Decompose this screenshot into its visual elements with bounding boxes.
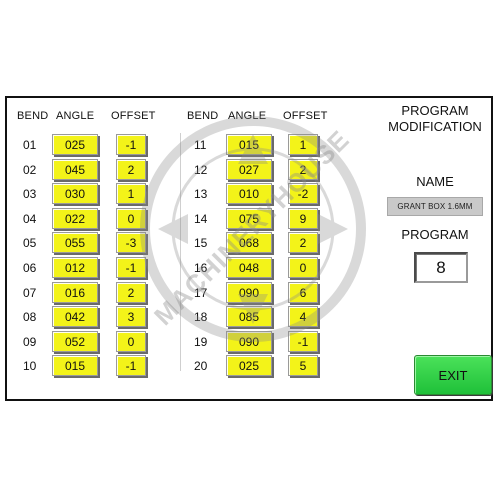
header-bend-left: BEND	[17, 110, 49, 122]
offset-input[interactable]: -2	[288, 183, 318, 204]
angle-input[interactable]: 042	[52, 306, 98, 327]
bend-number: 10	[23, 359, 37, 373]
bend-number: 14	[194, 212, 208, 226]
offset-input[interactable]: 4	[288, 306, 318, 327]
angle-input[interactable]: 012	[52, 257, 98, 278]
bend-number: 07	[23, 286, 37, 300]
header-offset-left: OFFSET	[111, 110, 156, 122]
angle-input[interactable]: 030	[52, 183, 98, 204]
angle-input[interactable]: 015	[226, 134, 272, 155]
angle-input[interactable]: 085	[226, 306, 272, 327]
offset-input[interactable]: -1	[288, 331, 318, 352]
program-number-field[interactable]: 8	[414, 252, 468, 283]
angle-input[interactable]: 075	[226, 208, 272, 229]
bend-number: 13	[194, 187, 208, 201]
page-title: PROGRAM MODIFICATION	[380, 103, 490, 135]
bend-number: 03	[23, 187, 37, 201]
bend-number: 01	[23, 138, 37, 152]
angle-input[interactable]: 010	[226, 183, 272, 204]
header-offset-right: OFFSET	[283, 110, 328, 122]
bend-number: 18	[194, 310, 208, 324]
offset-input[interactable]: -3	[116, 232, 146, 253]
offset-input[interactable]: 0	[116, 208, 146, 229]
offset-input[interactable]: 6	[288, 282, 318, 303]
angle-input[interactable]: 025	[226, 355, 272, 376]
offset-input[interactable]: 2	[288, 159, 318, 180]
bend-number: 06	[23, 261, 37, 275]
program-label: PROGRAM	[401, 227, 469, 242]
offset-input[interactable]: 1	[288, 134, 318, 155]
angle-input[interactable]: 055	[52, 232, 98, 253]
header-bend-right: BEND	[187, 110, 219, 122]
angle-input[interactable]: 048	[226, 257, 272, 278]
offset-input[interactable]: -1	[116, 257, 146, 278]
angle-input[interactable]: 027	[226, 159, 272, 180]
page-title-line1: PROGRAM	[401, 103, 469, 118]
bend-number: 19	[194, 335, 208, 349]
header-angle-left: ANGLE	[56, 110, 95, 122]
offset-input[interactable]: 0	[116, 331, 146, 352]
offset-input[interactable]: 2	[288, 232, 318, 253]
angle-input[interactable]: 015	[52, 355, 98, 376]
bend-number: 15	[194, 236, 208, 250]
offset-input[interactable]: 1	[116, 183, 146, 204]
angle-input[interactable]: 016	[52, 282, 98, 303]
offset-input[interactable]: 3	[116, 306, 146, 327]
angle-input[interactable]: 025	[52, 134, 98, 155]
bend-number: 17	[194, 286, 208, 300]
name-label: NAME	[416, 174, 454, 189]
bend-number: 11	[194, 138, 207, 152]
angle-input[interactable]: 090	[226, 282, 272, 303]
column-divider	[180, 133, 181, 371]
angle-input[interactable]: 052	[52, 331, 98, 352]
offset-input[interactable]: -1	[116, 134, 146, 155]
bend-number: 05	[23, 236, 37, 250]
page-title-line2: MODIFICATION	[388, 119, 482, 134]
offset-input[interactable]: -1	[116, 355, 146, 376]
offset-input[interactable]: 0	[288, 257, 318, 278]
offset-input[interactable]: 9	[288, 208, 318, 229]
bend-number: 02	[23, 163, 37, 177]
bend-number: 09	[23, 335, 37, 349]
angle-input[interactable]: 068	[226, 232, 272, 253]
angle-input[interactable]: 022	[52, 208, 98, 229]
bend-number: 16	[194, 261, 208, 275]
header-angle-right: ANGLE	[228, 110, 267, 122]
bend-number: 04	[23, 212, 37, 226]
angle-input[interactable]: 090	[226, 331, 272, 352]
bend-number: 12	[194, 163, 208, 177]
bend-number: 08	[23, 310, 37, 324]
offset-input[interactable]: 5	[288, 355, 318, 376]
angle-input[interactable]: 045	[52, 159, 98, 180]
exit-button[interactable]: EXIT	[414, 355, 492, 395]
program-name-field[interactable]: GRANT BOX 1.6MM	[387, 197, 483, 216]
offset-input[interactable]: 2	[116, 159, 146, 180]
offset-input[interactable]: 2	[116, 282, 146, 303]
bend-number: 20	[194, 359, 208, 373]
